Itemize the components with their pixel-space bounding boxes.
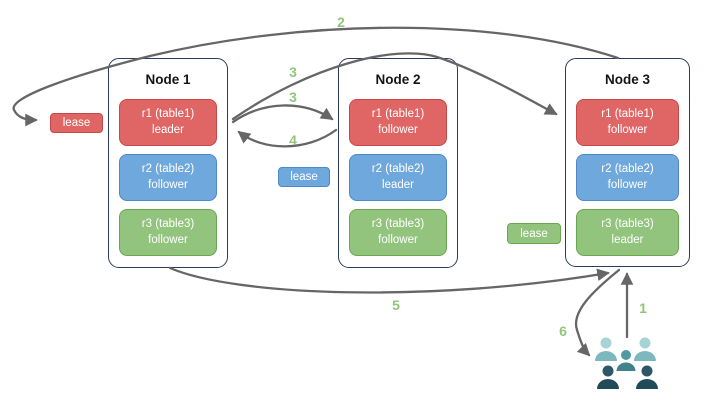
node2-replica-r2: r2 (table2) leader <box>349 154 447 201</box>
node1-replica-r1: r1 (table1) leader <box>119 99 217 146</box>
replica-name: r2 (table2) <box>141 163 195 176</box>
arrow-label-2: 2 <box>337 14 345 30</box>
node-2: Node 2 r1 (table1) follower r2 (table2) … <box>338 58 458 268</box>
node-3: Node 3 r1 (table1) follower r2 (table2) … <box>565 58 690 267</box>
arrow-label-3-lower: 3 <box>289 89 297 105</box>
arrow-label-4: 4 <box>289 132 297 148</box>
replica-name: r1 (table1) <box>141 108 195 121</box>
lease-badge-r2: lease <box>278 167 330 187</box>
replica-role: leader <box>382 178 414 191</box>
node-2-title: Node 2 <box>375 72 421 87</box>
replica-name: r1 (table1) <box>371 108 425 121</box>
lease-badge-r3: lease <box>507 223 561 244</box>
arrow-label-6: 6 <box>559 323 567 339</box>
node3-replica-r1: r1 (table1) follower <box>576 99 679 146</box>
replica-role: leader <box>152 123 184 136</box>
arrow-4 <box>237 128 338 148</box>
arrow-6 <box>574 268 621 357</box>
node3-replica-r2: r2 (table2) follower <box>576 154 679 201</box>
node2-replica-r1: r1 (table1) follower <box>349 99 447 146</box>
replica-name: r3 (table3) <box>371 218 425 231</box>
replica-role: follower <box>378 233 418 246</box>
users-group-icon <box>595 337 658 389</box>
replica-role: follower <box>378 123 418 136</box>
replica-name: r2 (table2) <box>601 163 654 176</box>
node-3-title: Node 3 <box>604 72 650 87</box>
arrow-5 <box>168 266 610 294</box>
replica-name: r3 (table3) <box>601 218 654 231</box>
node3-replica-r3: r3 (table3) leader <box>576 209 679 256</box>
arrow-label-3-upper: 3 <box>289 64 297 80</box>
replica-name: r3 (table3) <box>141 218 195 231</box>
replica-role: follower <box>607 178 648 191</box>
lease-badge-r1: lease <box>50 113 103 133</box>
replica-role: leader <box>611 233 644 246</box>
node2-replica-r3: r3 (table3) follower <box>349 209 447 256</box>
replica-name: r2 (table2) <box>371 163 425 176</box>
node-1-title: Node 1 <box>145 72 191 87</box>
node1-replica-r3: r3 (table3) follower <box>119 209 217 256</box>
arrow-2 <box>12 26 620 127</box>
arrow-3-lower <box>231 104 334 124</box>
replica-role: follower <box>148 178 188 191</box>
replica-role: follower <box>607 123 648 136</box>
replica-name: r1 (table1) <box>601 108 654 121</box>
arrow-label-5: 5 <box>392 297 400 313</box>
node1-replica-r2: r2 (table2) follower <box>119 154 217 201</box>
replica-role: follower <box>148 233 188 246</box>
arrow-label-1: 1 <box>639 300 647 316</box>
node-1: Node 1 r1 (table1) leader r2 (table2) fo… <box>108 58 228 268</box>
